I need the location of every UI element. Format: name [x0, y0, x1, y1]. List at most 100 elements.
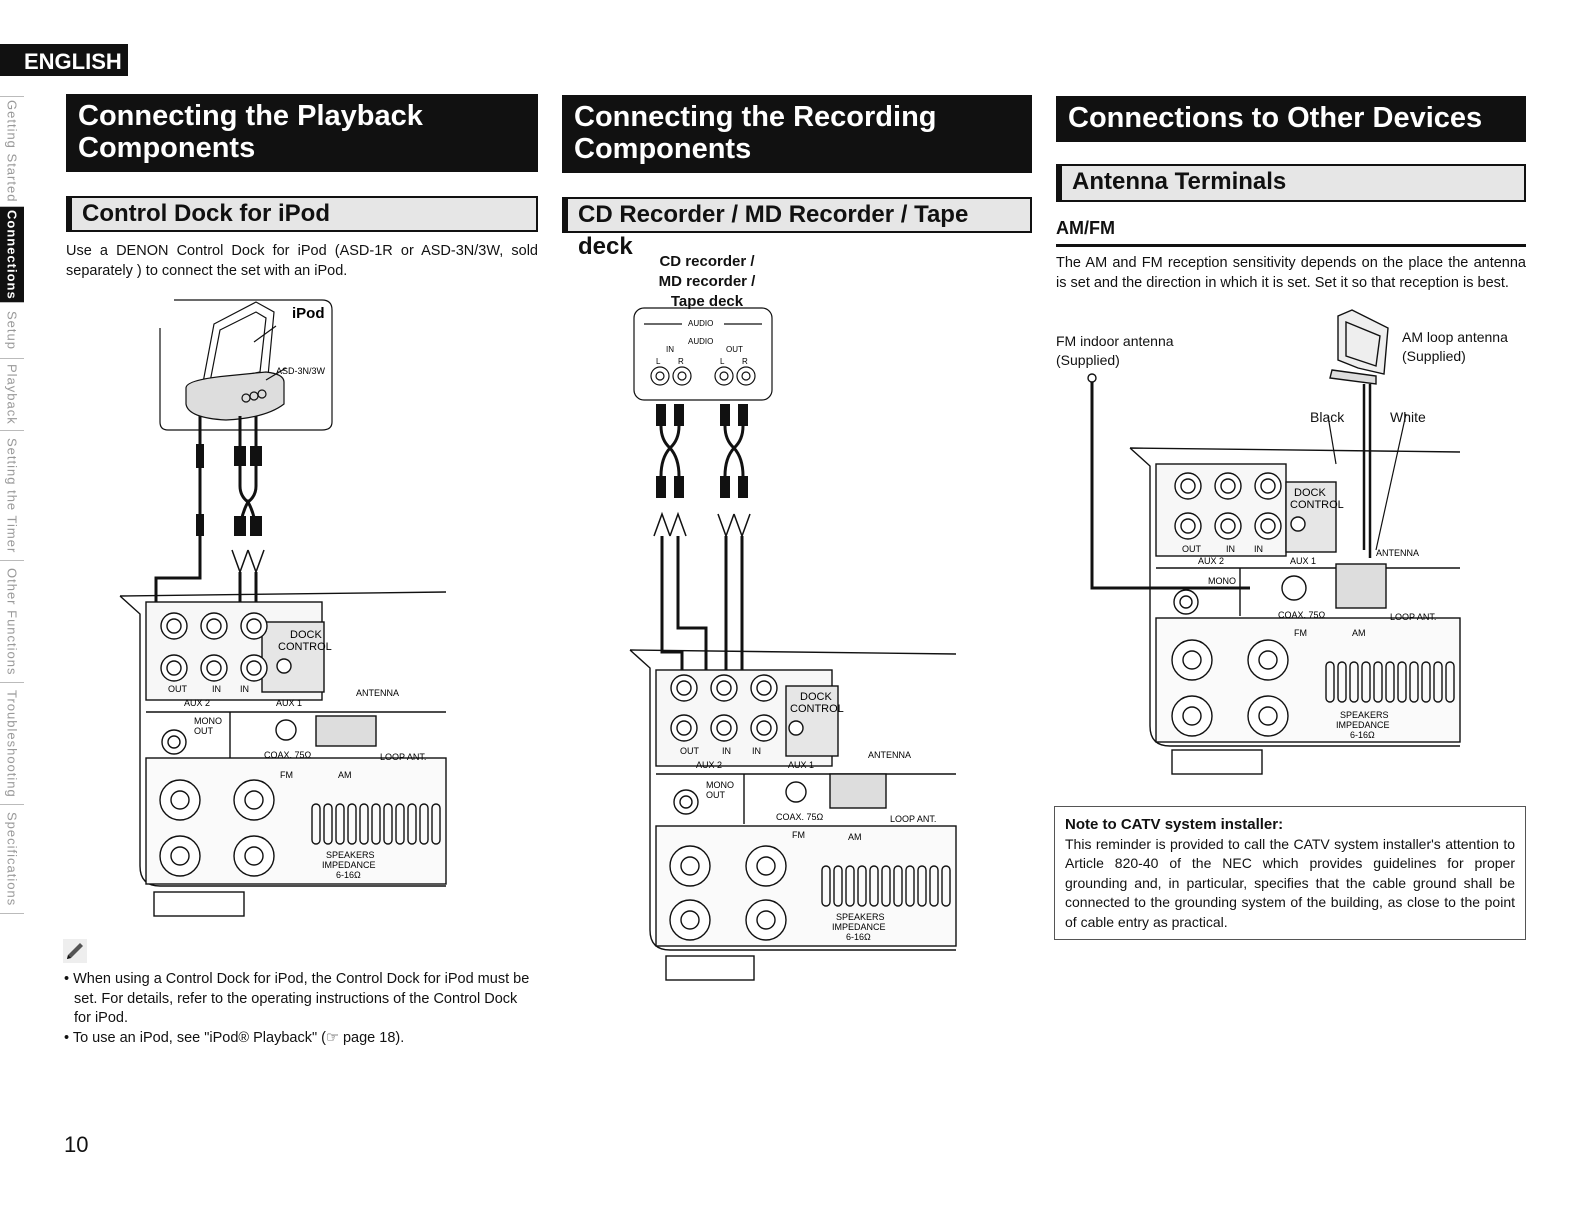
- mono-label: MONO: [706, 780, 734, 790]
- note-pencil-icon: [63, 939, 87, 963]
- recorder-in-label: IN: [666, 345, 674, 354]
- ohms-label: 6-16Ω: [1350, 730, 1375, 740]
- side-tab-connections[interactable]: Connections: [0, 206, 24, 302]
- mono-out-label: OUT: [706, 790, 726, 800]
- in-label-aux1: IN: [240, 684, 249, 694]
- side-tab-label: Setting the Timer: [4, 437, 20, 554]
- dock-control-label-1: DOCK: [1294, 487, 1326, 499]
- aux1-label: AUX 1: [1290, 556, 1316, 566]
- am-antenna-label: AM loop antenna (Supplied): [1402, 328, 1508, 366]
- speakers-label: SPEAKERS: [1340, 710, 1389, 720]
- out-label: OUT: [1182, 544, 1202, 554]
- mono-label: MONO: [194, 716, 222, 726]
- ohms-label: 6-16Ω: [846, 932, 871, 942]
- antenna-connection-diagram: DOCK CONTROL OUT IN IN AUX 2 AUX 1 ANTEN…: [1087, 309, 1461, 775]
- side-tab-label: Specifications: [4, 811, 20, 907]
- fm-label: FM: [1294, 628, 1307, 638]
- aux1-label: AUX 1: [276, 698, 302, 708]
- dock-model-label: ASD-3N/3W: [276, 366, 326, 376]
- am-antenna-label-line1: AM loop antenna: [1402, 329, 1508, 345]
- ohms-label: 6-16Ω: [336, 870, 361, 880]
- side-tab-label: Getting Started: [4, 100, 20, 203]
- fm-label: FM: [280, 770, 293, 780]
- dock-control-label-1: DOCK: [290, 629, 322, 641]
- coax-label: COAX. 75Ω: [776, 812, 824, 822]
- recorder-out-r: R: [742, 357, 748, 366]
- impedance-label: IMPEDANCE: [1336, 720, 1390, 730]
- antenna-label: ANTENNA: [356, 688, 399, 698]
- recorder-out-l: L: [720, 357, 725, 366]
- catv-note-title: Note to CATV system installer:: [1065, 816, 1284, 833]
- ipod-dock-connection-diagram: iPod ASD-3N/3W: [119, 299, 447, 917]
- out-label: OUT: [680, 746, 700, 756]
- impedance-label: IMPEDANCE: [832, 922, 886, 932]
- am-loop-antenna-icon: [1329, 309, 1389, 385]
- side-tab-setting-the-timer[interactable]: Setting the Timer: [0, 430, 24, 560]
- side-tab-label: Other Functions: [4, 567, 20, 676]
- audio-label-top: AUDIO: [688, 319, 713, 328]
- aux2-label: AUX 2: [696, 760, 722, 770]
- antenna-label: ANTENNA: [868, 750, 911, 760]
- recorder-out-label: OUT: [726, 345, 743, 354]
- fm-indoor-antenna-icon: [1087, 373, 1250, 590]
- recorder-label-line1: CD recorder /: [659, 253, 755, 270]
- in-label: IN: [722, 746, 731, 756]
- mono-label: MONO: [1208, 576, 1236, 586]
- dock-control-label-1: DOCK: [800, 691, 832, 703]
- speakers-label: SPEAKERS: [836, 912, 885, 922]
- side-tab-getting-started[interactable]: Getting Started: [0, 96, 24, 206]
- recorder-in-r: R: [678, 357, 684, 366]
- subsection-title-antenna: Antenna Terminals: [1056, 164, 1526, 202]
- side-tab-specifications[interactable]: Specifications: [0, 804, 24, 914]
- recorder-label-line3: Tape deck: [670, 293, 744, 310]
- side-tab-playback[interactable]: Playback: [0, 358, 24, 430]
- catv-note-text: This reminder is provided to call the CA…: [1065, 835, 1515, 930]
- side-navigation: Getting Started Connections Setup Playba…: [0, 96, 24, 916]
- subsection-title-control-dock: Control Dock for iPod: [66, 196, 538, 232]
- antenna-description: The AM and FM reception sensitivity depe…: [1056, 255, 1526, 291]
- section-title-playback: Connecting the Playback Components: [66, 94, 538, 172]
- side-tab-label: Connections: [4, 209, 20, 300]
- side-tab-other-functions[interactable]: Other Functions: [0, 560, 24, 682]
- note-bullet-text: When using a Control Dock for iPod, the …: [73, 971, 530, 1026]
- impedance-label: IMPEDANCE: [322, 860, 376, 870]
- aux2-label: AUX 2: [184, 698, 210, 708]
- am-label: AM: [848, 832, 862, 842]
- white-wire-label: White: [1390, 409, 1426, 425]
- recorder-label-line2: MD recorder /: [658, 273, 756, 290]
- in-label-aux1: IN: [1254, 544, 1263, 554]
- recorder-device-panel: [633, 307, 773, 401]
- subsection-title-recorders: CD Recorder / MD Recorder / Tape deck: [562, 197, 1032, 260]
- page-number: 10: [64, 1132, 89, 1157]
- side-tab-setup[interactable]: Setup: [0, 302, 24, 358]
- language-tab: ENGLISH: [0, 44, 128, 76]
- fm-label: FM: [792, 830, 805, 840]
- recorder-in-l: L: [656, 357, 661, 366]
- in-label-aux1: IN: [752, 746, 761, 756]
- control-dock-description: Use a DENON Control Dock for iPod (ASD-1…: [66, 243, 538, 279]
- note-bullet: • To use an iPod, see "iPod® Playback" (…: [64, 1029, 405, 1046]
- loop-ant-label: LOOP ANT.: [1390, 612, 1436, 622]
- speakers-label: SPEAKERS: [326, 850, 375, 860]
- section-title-other-devices: Connections to Other Devices: [1056, 96, 1526, 142]
- recorder-connection-diagram: AUDIO AUDIO IN OUT L R L R: [629, 307, 957, 981]
- dock-control-label-2: CONTROL: [790, 703, 844, 715]
- note-bullet: • When using a Control Dock for iPod, th…: [64, 971, 530, 1026]
- audio-label: AUDIO: [688, 337, 713, 346]
- control-dock-notes: • When using a Control Dock for iPod, th…: [64, 970, 538, 1048]
- side-tab-troubleshooting[interactable]: Troubleshooting: [0, 682, 24, 804]
- coax-label: COAX. 75Ω: [1278, 610, 1326, 620]
- ipod-icon: [201, 301, 275, 389]
- antenna-label: ANTENNA: [1376, 548, 1419, 558]
- am-antenna-label-line2: (Supplied): [1402, 348, 1466, 364]
- loop-ant-label: LOOP ANT.: [380, 752, 426, 762]
- black-wire-label: Black: [1310, 409, 1345, 425]
- ipod-label: iPod: [292, 305, 325, 322]
- in-label: IN: [212, 684, 221, 694]
- catv-note-box: Note to CATV system installer: This remi…: [1054, 806, 1526, 940]
- coax-label: COAX. 75Ω: [264, 750, 312, 760]
- note-bullet-text: To use an iPod, see "iPod® Playback" (☞ …: [72, 1029, 405, 1046]
- dock-control-label-2: CONTROL: [1290, 499, 1344, 511]
- side-tab-label: Setup: [4, 311, 20, 350]
- am-fm-heading: AM/FM: [1056, 218, 1526, 247]
